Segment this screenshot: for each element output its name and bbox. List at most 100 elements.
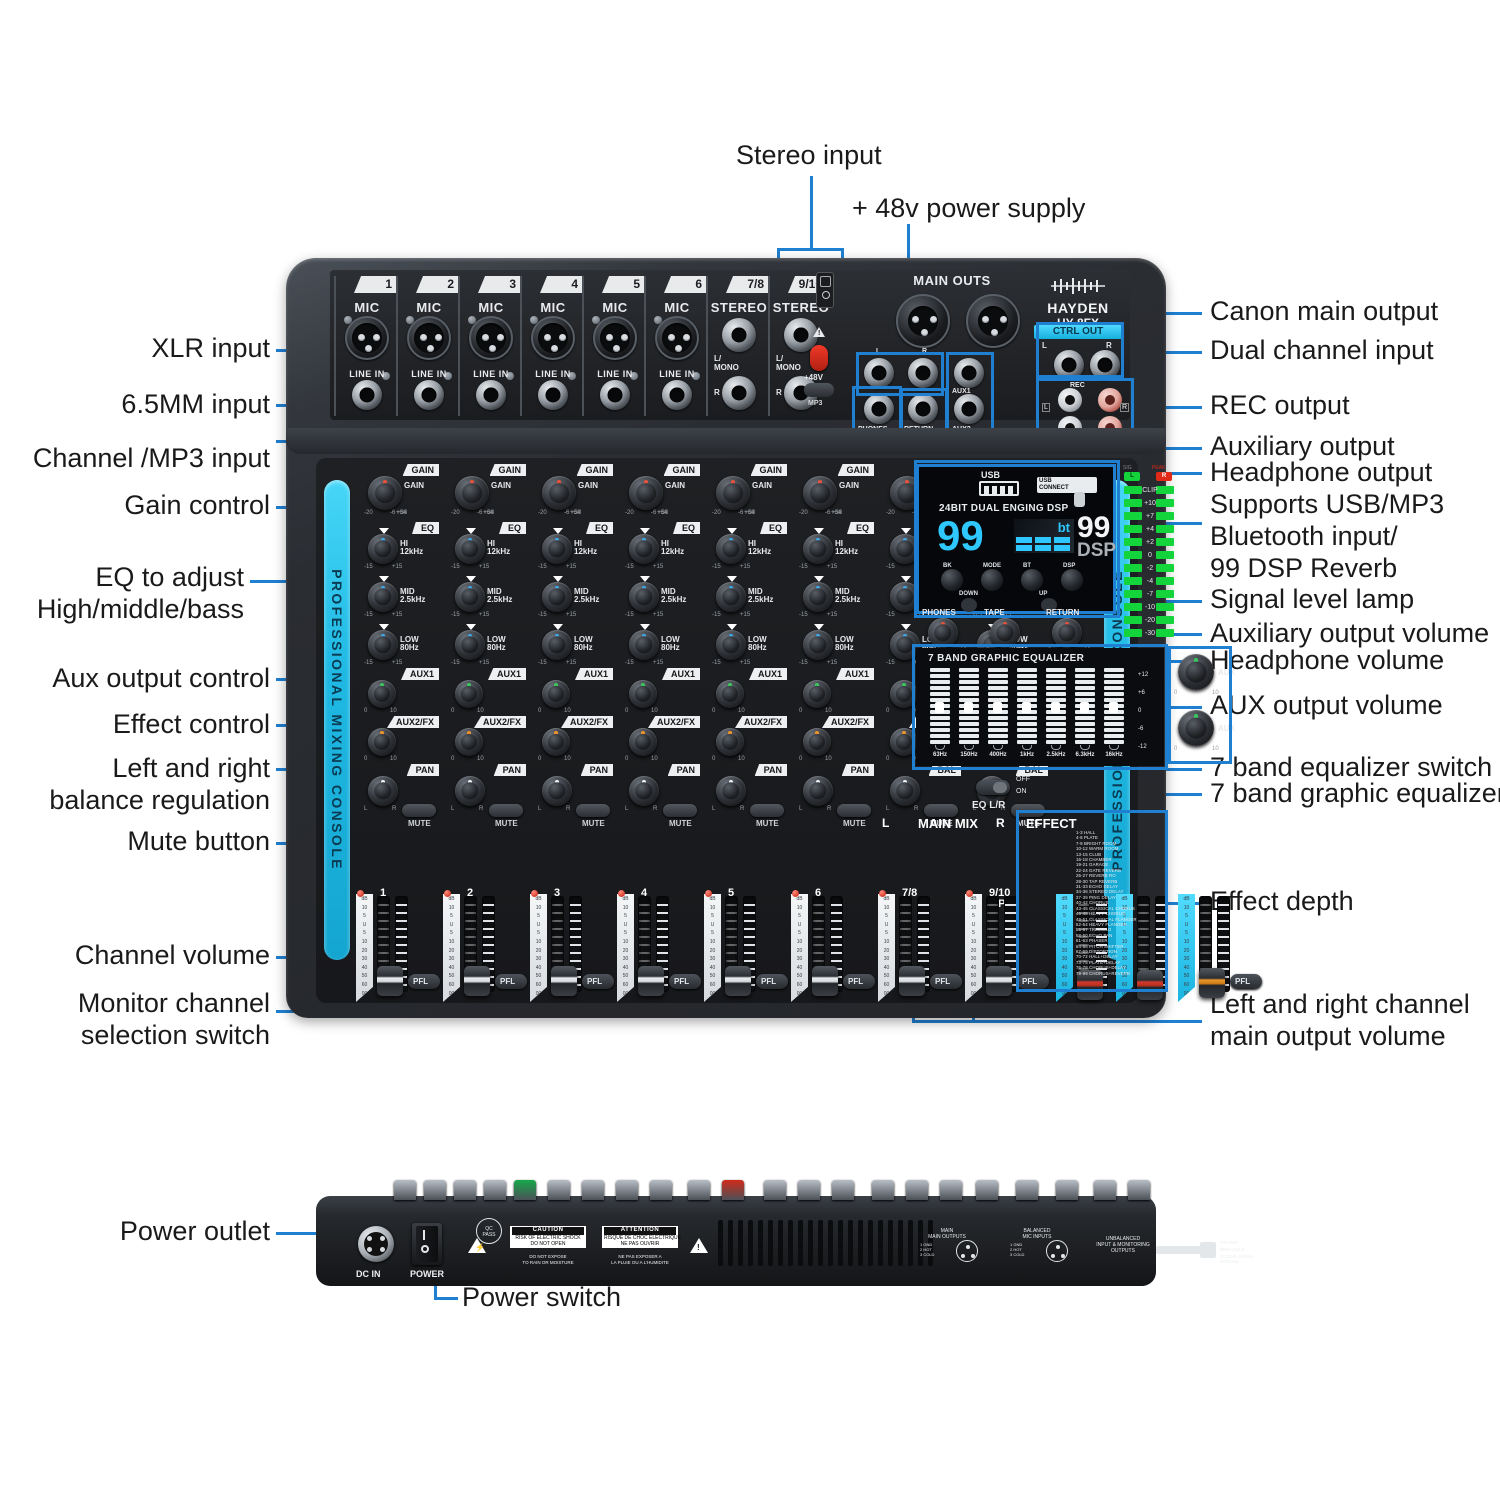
knob-5[interactable] [455,728,483,756]
stereo-l-mono-jack[interactable] [722,318,756,352]
eq-band-slot-6[interactable] [1104,668,1124,744]
rca-rec-right[interactable] [1098,388,1122,412]
aux-output-knob-2[interactable] [1178,710,1214,746]
mute-button[interactable] [489,804,523,817]
xlr-input-jack[interactable] [593,316,637,360]
knob-1[interactable] [716,534,746,564]
fader-handle[interactable] [464,966,490,996]
aux-output-knob-1[interactable] [1178,654,1214,690]
knob-6[interactable] [368,776,398,806]
knob-1[interactable] [803,534,833,564]
pfl-button[interactable] [669,974,701,989]
mute-button[interactable] [924,804,958,817]
eq-band-slot-4[interactable] [1046,668,1066,744]
pfl-button[interactable] [756,974,788,989]
dsp-knob-return[interactable] [1052,618,1082,648]
fader-track-a[interactable] [1137,896,1150,992]
sub-out-jack-l[interactable] [864,358,894,388]
rear-jack-11[interactable] [764,1180,786,1200]
knob-1[interactable] [629,534,659,564]
rear-jack-17[interactable] [976,1180,998,1200]
knob-4[interactable] [455,680,483,708]
knob-5[interactable] [629,728,657,756]
knob-2[interactable] [803,582,833,612]
fader-handle[interactable] [1137,970,1163,1000]
rear-jack-6[interactable] [582,1180,604,1200]
aux1-jack[interactable] [954,358,984,388]
xlr-input-jack[interactable] [345,316,389,360]
rear-jack-1[interactable] [424,1180,446,1200]
knob-1[interactable] [368,534,398,564]
eq-band-handle[interactable] [1109,702,1118,713]
power-switch[interactable] [412,1223,442,1265]
mute-button[interactable] [663,804,697,817]
knob-0[interactable] [368,476,402,510]
eq-band-handle[interactable] [1051,702,1060,713]
knob-5[interactable] [803,728,831,756]
rear-jack-18[interactable] [1016,1180,1038,1200]
fader-handle[interactable] [638,966,664,996]
rear-jack-16[interactable] [940,1180,962,1200]
aux2-jack[interactable] [954,394,984,424]
rear-jack-19[interactable] [1056,1180,1078,1200]
line-in-jack[interactable] [600,380,630,410]
knob-3[interactable] [455,630,485,660]
mp3-button[interactable] [804,383,834,397]
phantom-switch[interactable] [816,272,834,308]
eq-lr-switch[interactable] [976,780,1010,795]
pfl-button[interactable] [1230,974,1262,989]
knob-3[interactable] [803,630,833,660]
rear-jack-10[interactable] [722,1180,744,1200]
mute-button[interactable] [750,804,784,817]
main-out-xlr-right[interactable] [966,294,1020,348]
fader-handle[interactable] [1199,968,1225,998]
mute-button[interactable] [576,804,610,817]
knob-4[interactable] [803,680,831,708]
pfl-button[interactable] [495,974,527,989]
fader-handle[interactable] [377,966,403,996]
line-in-jack[interactable] [414,380,444,410]
knob-4[interactable] [368,680,396,708]
knob-6[interactable] [455,776,485,806]
dsp-knob-tape[interactable] [990,618,1020,648]
phones-jack[interactable] [864,394,894,424]
knob-6[interactable] [629,776,659,806]
rca-rec-left[interactable] [1058,388,1082,412]
pfl-button[interactable] [582,974,614,989]
pfl-button[interactable] [408,974,440,989]
dc-in-connector[interactable] [358,1226,394,1262]
knob-5[interactable] [368,728,396,756]
fader-handle[interactable] [899,966,925,996]
knob-2[interactable] [542,582,572,612]
eq-band-slot-0[interactable] [930,668,950,744]
fader-handle[interactable] [812,966,838,996]
fader-handle[interactable] [1077,970,1103,1000]
fader-handle[interactable] [986,966,1012,996]
eq-band-handle[interactable] [1022,702,1031,713]
knob-2[interactable] [629,582,659,612]
eq-band-handle[interactable] [993,702,1002,713]
dsp-knob-phones[interactable] [928,618,958,648]
knob-3[interactable] [716,630,746,660]
knob-2[interactable] [368,582,398,612]
line-in-jack[interactable] [662,380,692,410]
knob-3[interactable] [368,630,398,660]
rear-jack-15[interactable] [906,1180,928,1200]
mute-button[interactable] [402,804,436,817]
main-out-xlr-left[interactable] [896,294,950,348]
knob-4[interactable] [542,680,570,708]
eq-band-handle[interactable] [964,702,973,713]
eq-band-handle[interactable] [1080,702,1089,713]
knob-6[interactable] [716,776,746,806]
knob-1[interactable] [455,534,485,564]
return-jack[interactable] [908,394,938,424]
rear-jack-8[interactable] [650,1180,672,1200]
line-in-jack[interactable] [538,380,568,410]
knob-5[interactable] [716,728,744,756]
pfl-button[interactable] [930,974,962,989]
eq-band-handle[interactable] [935,702,944,713]
rear-jack-13[interactable] [832,1180,854,1200]
knob-4[interactable] [629,680,657,708]
rear-jack-12[interactable] [798,1180,820,1200]
knob-6[interactable] [542,776,572,806]
